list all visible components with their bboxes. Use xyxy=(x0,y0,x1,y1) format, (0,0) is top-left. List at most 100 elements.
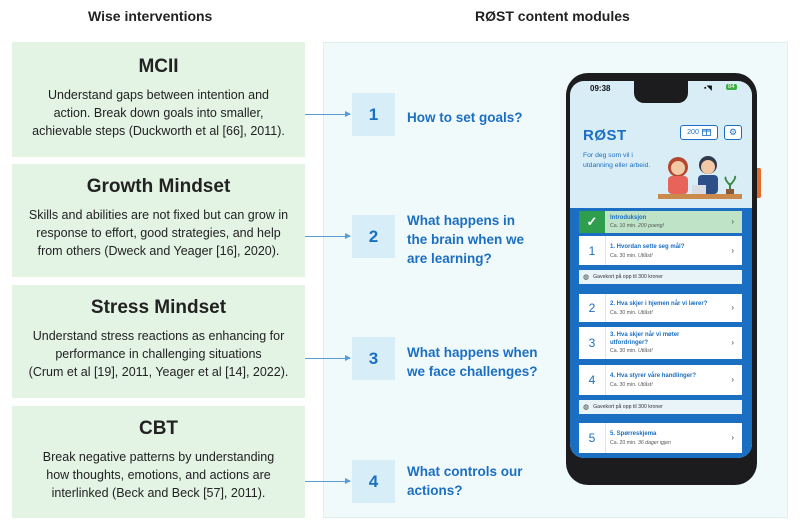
settings-button[interactable]: ⚙ xyxy=(724,125,742,140)
item-meta-duration: Ca. 30 min. xyxy=(610,382,637,388)
module-title: What controls our actions? xyxy=(407,462,523,500)
app-subtitle-line: For deg som vil i xyxy=(583,152,633,159)
item-meta-status: Utlåst! xyxy=(637,253,653,259)
phone-notch xyxy=(634,81,688,103)
list-item-module-5[interactable]: 5 5. Spørreskjema Ca. 20 min. 36 dager i… xyxy=(579,423,742,453)
item-meta-duration: Ca. 20 min. xyxy=(610,440,637,446)
points-button[interactable]: 200 xyxy=(680,125,718,140)
chevron-right-icon: › xyxy=(731,338,734,347)
module-title-line: we face challenges? xyxy=(407,364,538,379)
item-meta: Ca. 10 min. 200 poeng! xyxy=(610,223,664,229)
battery-icon: 84 xyxy=(726,84,737,90)
intervention-text-line: action. Break down goals into smaller, xyxy=(53,106,264,120)
app-title: RØST xyxy=(583,127,627,144)
module-number-box: 4 xyxy=(352,460,395,503)
intervention-title: Growth Mindset xyxy=(86,176,231,197)
item-title-line: 3. Hva skjer når vi møter xyxy=(610,332,680,338)
list-item-module-2[interactable]: 2 2. Hva skjer i hjemen når vi lærer? Ca… xyxy=(579,294,742,322)
module-title-line: actions? xyxy=(407,483,463,498)
phone-side-button xyxy=(757,168,761,198)
item-meta-status: Utlåst! xyxy=(637,310,653,316)
intervention-text-line: interlinked (Beck and Beck [57], 2011). xyxy=(51,486,266,500)
item-meta-status: Utlåst! xyxy=(637,382,653,388)
list-item-module-4[interactable]: 4 4. Hva styrer våre handlinger? Ca. 30 … xyxy=(579,365,742,395)
arrow-connector xyxy=(305,233,351,239)
item-meta-duration: Ca. 10 min. xyxy=(610,223,637,229)
module-title-line: How to set goals? xyxy=(407,110,523,125)
gift-box-icon xyxy=(701,128,711,138)
module-title: What happens when we face challenges? xyxy=(407,343,538,381)
status-bar: 09:38 ▪︎◥ 84 xyxy=(570,81,752,95)
intervention-stress-mindset: Stress Mindset Understand stress reactio… xyxy=(12,285,305,398)
item-number: 4 xyxy=(579,365,606,395)
module-title-line: What happens when xyxy=(407,345,538,360)
item-meta: Ca. 20 min. 36 dager igjen xyxy=(610,440,671,446)
chevron-right-icon: › xyxy=(731,375,734,384)
intervention-text-line: Understand stress reactions as enhancing… xyxy=(32,329,285,343)
chevron-right-icon: › xyxy=(731,217,734,226)
module-title-line: What happens in xyxy=(407,213,515,228)
module-title-line: the brain when we xyxy=(407,232,525,247)
item-meta: Ca. 30 min. Utlåst! xyxy=(610,253,653,259)
gift-card-notice: ◍ Gavekort på opp til 300 kroner xyxy=(579,270,742,284)
piggy-bank-icon: ◍ xyxy=(583,404,590,411)
list-item-module-1[interactable]: 1 1. Hvordan sette seg mål? Ca. 30 min. … xyxy=(579,236,742,265)
app-subtitle: For deg som vil i utdanning eller arbeid… xyxy=(583,151,678,171)
item-number: 1 xyxy=(579,236,606,265)
item-number: 5 xyxy=(579,423,606,453)
intervention-growth-mindset: Growth Mindset Skills and abilities are … xyxy=(12,164,305,277)
item-title: 5. Spørreskjema xyxy=(610,431,657,437)
module-number-box: 2 xyxy=(352,215,395,258)
gear-icon: ⚙ xyxy=(728,127,738,137)
intervention-text-line: response to effort, good strategies, and… xyxy=(36,226,281,240)
phone-screen: 09:38 ▪︎◥ 84 RØST For deg som vil i utda… xyxy=(570,81,752,458)
chevron-right-icon: › xyxy=(731,245,734,255)
intervention-text-line: achievable steps (Duckworth et al [66], … xyxy=(32,124,285,138)
module-title: What happens in the brain when we are le… xyxy=(407,211,524,268)
arrow-connector xyxy=(305,111,351,117)
item-meta-duration: Ca. 30 min. xyxy=(610,253,637,259)
intervention-text-line: Understand gaps between intention and xyxy=(48,88,269,102)
item-meta: Ca. 30 min. Utlåst! xyxy=(610,310,653,316)
item-meta-status: 200 poeng! xyxy=(637,223,664,229)
intervention-text-line: Skills and abilities are not fixed but c… xyxy=(28,208,289,222)
list-item-module-3[interactable]: 3 3. Hva skjer når vi møter utfordringer… xyxy=(579,327,742,359)
item-meta-status: 36 dager igjen xyxy=(637,440,671,446)
item-title: 3. Hva skjer når vi møter utfordringer? xyxy=(610,332,679,347)
chevron-right-icon: › xyxy=(731,433,734,442)
piggy-bank-icon: ◍ xyxy=(583,274,590,281)
item-title: 1. Hvordan sette seg mål? xyxy=(610,244,685,250)
checkmark-icon: ✓ xyxy=(579,211,605,233)
item-meta-duration: Ca. 30 min. xyxy=(610,348,637,354)
app-subtitle-line: utdanning eller arbeid. xyxy=(583,162,651,169)
intervention-text-line: Break negative patterns by understanding xyxy=(42,450,275,464)
intervention-text-line: performance in challenging situations xyxy=(55,347,262,361)
intervention-title: MCII xyxy=(138,56,179,77)
intervention-text-line: how thoughts, emotions, and actions are xyxy=(46,468,271,482)
item-title: Introduksjon xyxy=(610,215,647,221)
arrow-connector xyxy=(305,478,351,484)
list-item-intro[interactable]: ✓ Introduksjon Ca. 10 min. 200 poeng! › xyxy=(579,211,742,233)
gift-card-text: Gavekort på opp til 300 kroner xyxy=(593,274,663,280)
status-time: 09:38 xyxy=(590,84,611,93)
intervention-text-line: from others (Dweck and Yeager [16], 2020… xyxy=(37,244,280,258)
intervention-cbt: CBT Break negative patterns by understan… xyxy=(12,406,305,518)
points-value: 200 xyxy=(687,129,699,136)
intervention-title: Stress Mindset xyxy=(90,297,227,318)
left-column-title: Wise interventions xyxy=(88,8,213,24)
intervention-mcii: MCII Understand gaps between intention a… xyxy=(12,42,305,157)
item-title: 4. Hva styrer våre handlinger? xyxy=(610,373,697,379)
signal-icon: ▪︎◥ xyxy=(704,85,712,92)
item-number: 2 xyxy=(579,294,606,322)
gift-card-text: Gavekort på opp til 300 kroner xyxy=(593,404,663,410)
module-number-box: 1 xyxy=(352,93,395,136)
item-meta-duration: Ca. 30 min. xyxy=(610,310,637,316)
item-number: 3 xyxy=(579,327,606,359)
module-title-line: are learning? xyxy=(407,251,492,266)
module-title-line: What controls our xyxy=(407,464,523,479)
chevron-right-icon: › xyxy=(731,303,734,312)
item-title: 2. Hva skjer i hjemen når vi lærer? xyxy=(610,301,708,307)
arrow-connector xyxy=(305,355,351,361)
gift-card-notice: ◍ Gavekort på opp til 300 kroner xyxy=(579,400,742,414)
intervention-title: CBT xyxy=(138,418,179,439)
